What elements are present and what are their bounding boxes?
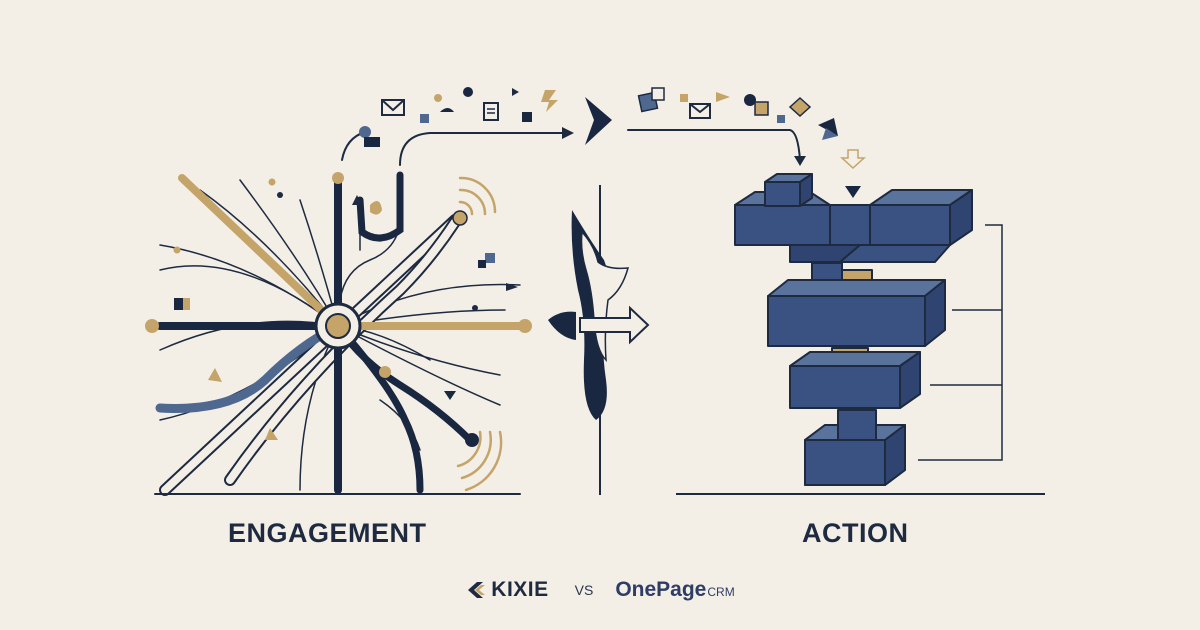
arrow-up-icon [352, 195, 362, 205]
document-icon [483, 102, 499, 121]
onepagecrm-wordmark: OnePage [615, 578, 707, 601]
block-stack-icon [734, 173, 973, 486]
engagement-particles [174, 201, 518, 440]
arrow-right-icon [562, 127, 574, 139]
transition-divider [548, 185, 650, 495]
message-particles [359, 87, 866, 198]
network-nodes [145, 172, 532, 447]
onepagecrm-suffix: CRM [707, 585, 735, 599]
flow-path [341, 129, 801, 166]
envelope-icon [381, 99, 405, 116]
engagement-network [154, 171, 529, 496]
arrow-down-icon [794, 156, 806, 166]
kixie-logo: KIXIE [465, 578, 548, 602]
envelope-icon [689, 103, 711, 119]
signal-wave-icon [456, 176, 503, 492]
action-heading: ACTION [802, 518, 909, 548]
engagement-heading: ENGAGEMENT [228, 518, 427, 548]
brand-footer: KIXIE VS OnePage CRM [0, 578, 1200, 602]
versus-label: VS [574, 582, 594, 598]
bracket-lines [918, 224, 1003, 461]
kixie-wordmark: KIXIE [491, 578, 549, 601]
kixie-mark-icon [468, 582, 486, 598]
lightning-icon [541, 90, 558, 112]
hub-center [325, 313, 351, 339]
onepagecrm-logo: OnePage CRM [615, 578, 734, 602]
chevron-right-icon [585, 97, 612, 145]
